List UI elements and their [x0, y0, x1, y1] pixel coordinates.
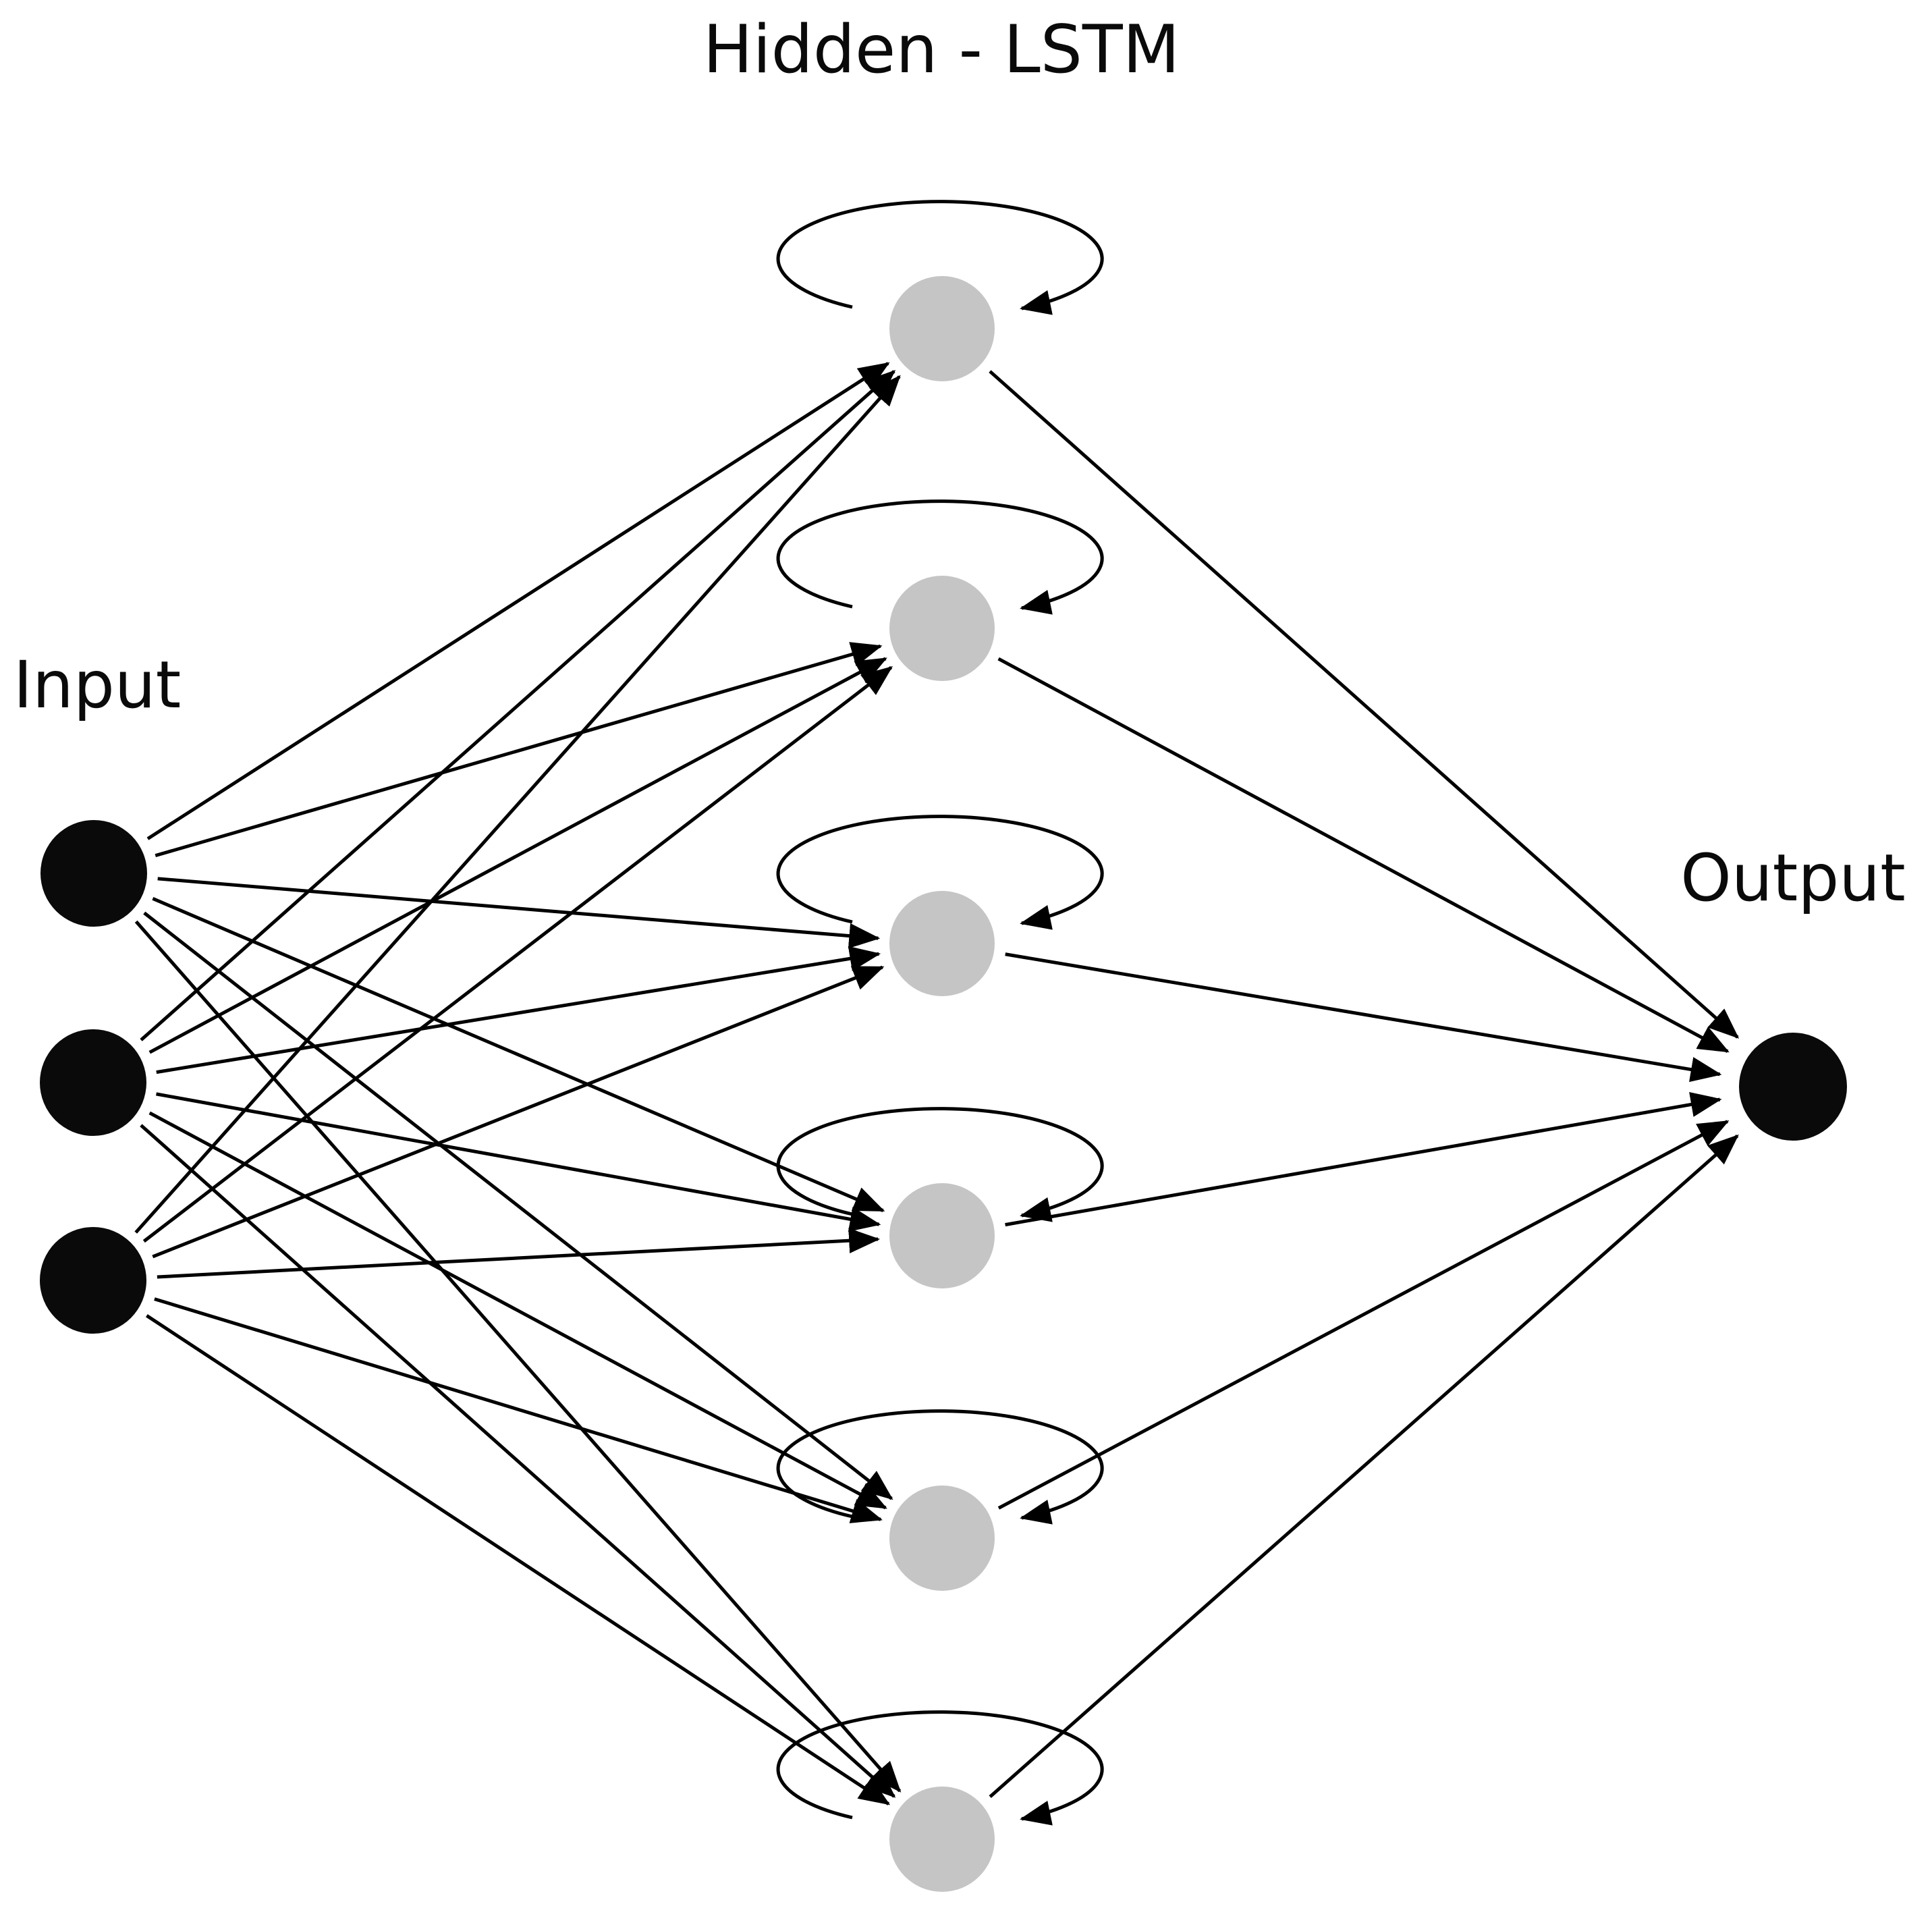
- edge-input3-hidden2: [142, 665, 893, 1243]
- input-layer-label: Input: [13, 647, 182, 723]
- edge-input2-hidden2: [148, 657, 887, 1054]
- edge-input3-hidden3: [152, 965, 885, 1259]
- node-layer: [40, 276, 1847, 1892]
- edge-input1-hidden1: [146, 362, 890, 840]
- self-loop-hidden5: [776, 1409, 1104, 1525]
- hidden-node-4: [889, 1183, 995, 1288]
- edge-hidden3-output: [1005, 952, 1722, 1083]
- hidden-node-3: [889, 891, 995, 996]
- edge-input3-hidden1: [134, 375, 901, 1234]
- edge-hidden5-output: [997, 1120, 1730, 1510]
- output-layer-label: Output: [1680, 840, 1905, 916]
- hidden-node-2: [889, 576, 995, 681]
- input-node-3: [40, 1227, 146, 1334]
- self-loop-hidden3: [776, 815, 1104, 930]
- edge-input1-hidden4: [152, 897, 885, 1212]
- self-loop-hidden4: [776, 1107, 1104, 1222]
- edge-input1-hidden6: [134, 920, 902, 1793]
- hidden-node-6: [889, 1787, 995, 1892]
- input-node-1: [40, 820, 147, 927]
- self-loop-hidden6: [776, 1710, 1104, 1826]
- hidden-layer-title: Hidden - LSTM: [703, 11, 1180, 88]
- edge-hidden4-output: [1005, 1091, 1722, 1227]
- edge-hidden1-output: [989, 370, 1740, 1039]
- edge-input2-hidden1: [140, 370, 896, 1041]
- edge-hidden2-output: [997, 657, 1730, 1054]
- edge-input1-hidden5: [143, 911, 893, 1500]
- edge-input3-hidden5: [154, 1297, 883, 1523]
- edge-input3-hidden6: [145, 1314, 891, 1805]
- hidden-node-1: [889, 276, 995, 381]
- edge-input3-hidden4: [157, 1228, 881, 1279]
- edge-input2-hidden3: [156, 946, 881, 1074]
- self-loop-hidden1: [776, 200, 1104, 315]
- hidden-node-5: [889, 1486, 995, 1591]
- edge-layer: [134, 362, 1740, 1805]
- edge-input2-hidden6: [140, 1124, 896, 1798]
- output-node: [1739, 1033, 1847, 1141]
- edge-input1-hidden2: [155, 642, 883, 858]
- edge-input2-hidden4: [156, 1092, 881, 1232]
- edge-hidden6-output: [989, 1134, 1739, 1798]
- self-loop-layer: [776, 200, 1104, 1826]
- self-loop-hidden2: [776, 499, 1104, 615]
- edge-input2-hidden5: [148, 1111, 887, 1510]
- edge-input1-hidden3: [157, 877, 881, 949]
- input-node-2: [40, 1029, 146, 1136]
